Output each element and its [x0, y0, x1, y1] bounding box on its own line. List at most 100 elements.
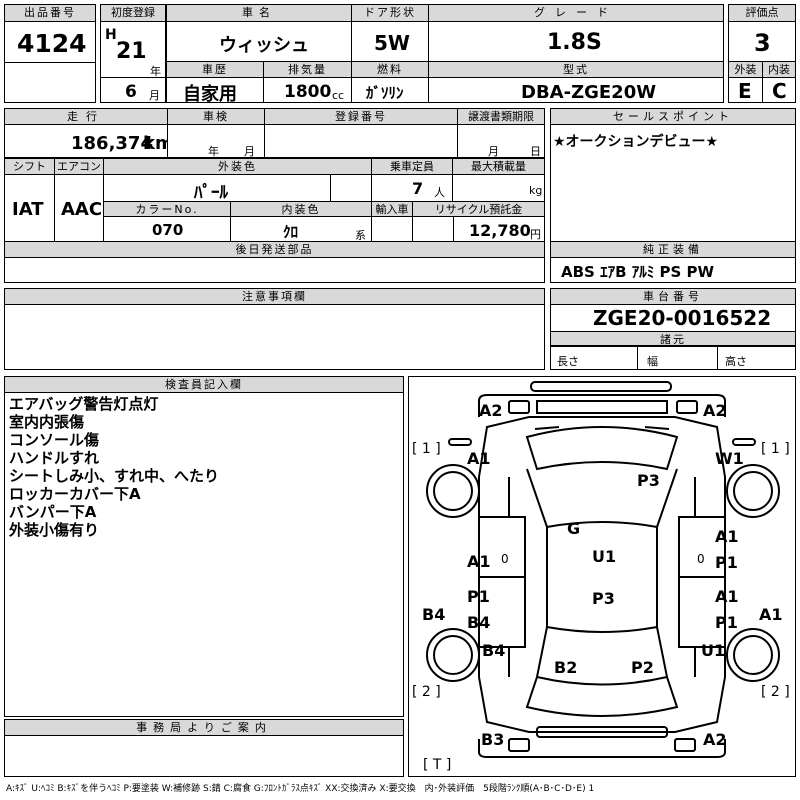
remark-line: ロッカーカバー下A — [9, 485, 141, 503]
sales-point-value: ★オークションデビュー★ — [553, 134, 719, 150]
fuel-value: ｶﾞｿﾘﾝ — [366, 84, 404, 102]
tire-front-right: [ 1 ] — [761, 441, 790, 457]
remark-line: エアバッグ警告灯点灯 — [9, 395, 159, 413]
trunk-label: [ T ] — [423, 757, 452, 773]
mark-door-rear-left-top: P1 — [467, 587, 490, 606]
remark-line: 室内内張傷 — [9, 413, 85, 431]
mark-fender-right: W1 — [715, 449, 744, 468]
displacement-unit: cc — [332, 89, 345, 102]
aircon-box: エアコン AAC — [54, 158, 104, 242]
import-box: 輸入車 — [371, 201, 413, 242]
exterior-color-label: 外装色 — [104, 159, 371, 175]
history-box: 車歴 自家用 — [166, 61, 264, 105]
mark-ding-right: 0 — [697, 552, 705, 566]
history-label: 車歴 — [167, 62, 263, 78]
door-value: 5W — [374, 31, 410, 55]
notes-label: 注意事項欄 — [5, 289, 544, 305]
capacity-box: 乗車定員 7 人 — [371, 158, 453, 202]
max-load-box: 最大積載量 kg — [452, 158, 545, 202]
era: H — [105, 27, 117, 43]
equipment-label: 純正装備 — [551, 242, 795, 258]
dims-height-label: 高さ — [725, 355, 747, 368]
max-load-label: 最大積載量 — [453, 159, 544, 175]
car-diagram: [ 1 ] [ 1 ] [ 2 ] [ 2 ] [ T ] A2 A2 A1 W… — [408, 376, 796, 777]
first-registration-box: 初度登録 H 21 年 6 月 — [100, 4, 166, 103]
sales-point-label: セールスポイント — [551, 109, 795, 125]
remark-line: ハンドルすれ — [9, 449, 100, 467]
transfer-deadline-label: 譲渡書類期限 — [458, 109, 544, 125]
model-box: 型式 DBA-ZGE20W — [428, 61, 724, 103]
registration-number-box: 登録番号 — [264, 108, 458, 158]
exterior-grade-label: 外装 — [729, 62, 762, 78]
car-outline — [448, 381, 756, 758]
transfer-day-unit: 日 — [530, 145, 541, 158]
mark-door-front-right: P1 — [715, 553, 738, 572]
grade-box: グレード 1.8S — [428, 4, 724, 62]
exterior-grade-box: 外装 E — [728, 61, 763, 103]
car-name-label: 車名 — [167, 5, 351, 22]
mileage-unit: km — [143, 133, 174, 154]
displacement-box: 排気量 1800 cc — [263, 61, 352, 103]
year: 21 — [116, 39, 147, 64]
door-label: ドア形状 — [352, 5, 428, 22]
model-value: DBA-ZGE20W — [521, 82, 657, 103]
inspection-box: 車検 年 月 — [167, 108, 265, 158]
mileage-label: 走行 — [5, 109, 167, 125]
lot-number-value: 4124 — [17, 29, 87, 58]
mark-rear-roof: P3 — [592, 589, 615, 608]
mark-door-rear-right-top: A1 — [715, 587, 739, 606]
month: 6 — [125, 82, 137, 102]
score-label: 評価点 — [729, 5, 795, 22]
inspection-month-unit: 月 — [244, 145, 255, 158]
mark-rocker-left: B4 — [422, 605, 446, 624]
mark-fender-left: A1 — [467, 449, 491, 468]
inspector-box: 検査員記入欄 エアバッグ警告灯点灯 室内内張傷 コンソール傷 ハンドルすれ シー… — [4, 376, 404, 717]
mark-hood: P3 — [637, 471, 660, 490]
displacement-value: 1800 — [284, 82, 332, 102]
model-label: 型式 — [429, 62, 723, 78]
mark-roof: U1 — [592, 547, 617, 566]
interior-grade-label: 内装 — [763, 62, 795, 78]
dims-label: 諸元 — [551, 331, 795, 346]
mark-quarter-right: U1 — [701, 641, 726, 660]
interior-color-label: 内装色 — [231, 202, 371, 217]
lot-number-box: 出品番号 4124 — [4, 4, 96, 103]
equipment-value: ABS ｴｱB ｱﾙﾐ PS PW — [561, 263, 715, 281]
mark-rear-glass-left: B2 — [554, 658, 578, 677]
office-box: 事務局よりご案内 — [4, 719, 404, 777]
car-name-box: 車名 ウィッシュ — [166, 4, 352, 62]
aircon-value: AAC — [61, 199, 103, 220]
max-load-unit: kg — [529, 184, 543, 197]
dims-length-label: 長さ — [557, 355, 579, 368]
wheel-front-right-icon — [726, 464, 780, 518]
mark-rear-glass-right: P2 — [631, 658, 654, 677]
month-unit: 月 — [149, 89, 160, 102]
door-box: ドア形状 5W — [351, 4, 429, 62]
interior-color-unit: 系 — [355, 229, 366, 242]
wheel-rear-right-icon — [726, 628, 780, 682]
recycle-label: リサイクル預託金 — [413, 202, 544, 217]
capacity-label: 乗車定員 — [372, 159, 452, 175]
transfer-deadline-box: 譲渡書類期限 月 日 — [457, 108, 545, 158]
remark-line: 外装小傷有り — [9, 521, 100, 539]
inspection-year-unit: 年 — [208, 145, 219, 158]
score-box: 評価点 3 — [728, 4, 796, 62]
interior-color-value: ｸﾛ — [283, 223, 299, 241]
mark-door-rear-left: B4 — [467, 613, 491, 632]
exterior-grade-value: E — [738, 79, 752, 103]
exterior-color-value: ﾊﾟｰﾙ — [194, 183, 228, 203]
remark-line: バンパー下A — [9, 503, 97, 521]
grade-label: グレード — [429, 5, 723, 22]
import-label: 輸入車 — [372, 202, 412, 217]
car-name-value: ウィッシュ — [219, 35, 309, 56]
color-number-box: カラーNo. 070 — [103, 201, 231, 242]
mileage-box: 走行 186,374 km — [4, 108, 174, 158]
mark-rear-left: B3 — [481, 730, 505, 749]
shift-label: シフト — [5, 159, 54, 175]
inspection-label: 車検 — [168, 109, 264, 125]
aircon-label: エアコン — [55, 159, 103, 175]
mark-door-rear-right: P1 — [715, 613, 738, 632]
tire-front-left: [ 1 ] — [412, 441, 441, 457]
chassis-label: 車台番号 — [551, 289, 795, 305]
mark-door-front-left: A1 — [467, 552, 491, 571]
